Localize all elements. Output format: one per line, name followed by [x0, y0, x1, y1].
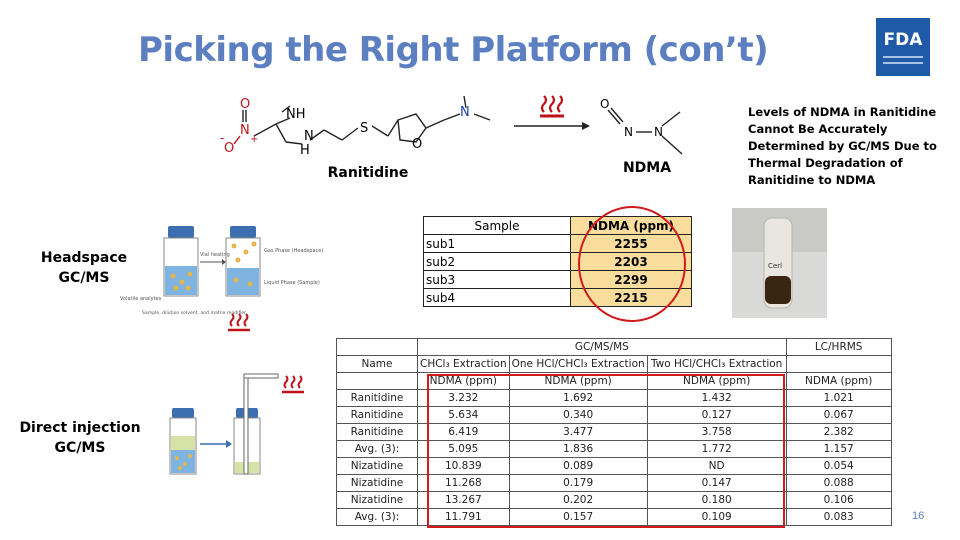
- highlight-box: [427, 374, 785, 528]
- col-header-name: Name: [336, 355, 418, 373]
- ranitidine-label: Ranitidine: [327, 165, 409, 181]
- col-header-one-hcl: One HCl/CHCl₃ Extraction: [508, 355, 648, 373]
- atom-label: N: [624, 125, 633, 139]
- table-cell: 0.088: [785, 474, 892, 492]
- atom-label: N: [304, 129, 314, 144]
- col-header-two-hcl: Two HCl/CHCl₃ Extraction: [646, 355, 787, 373]
- headspace-diagram: Vial heating Gas Phase (Headspace) Liqui…: [120, 226, 323, 332]
- table-cell: 11.791: [417, 508, 510, 526]
- table-cell: Avg. (3):: [336, 440, 418, 458]
- headspace-label: Headspace GC/MS: [24, 248, 144, 288]
- diagram-gas-phase: Gas Phase (Headspace): [264, 248, 323, 254]
- table-header-row: Name CHCl₃ Extraction One HCl/CHCl₃ Extr…: [336, 355, 892, 373]
- atom-label: H: [300, 143, 310, 158]
- table-cell: 5.095: [417, 440, 510, 458]
- unit-cell: NDMA (ppm): [785, 372, 892, 390]
- table-cell: 2.382: [785, 423, 892, 441]
- unit-cell: NDMA (ppm): [508, 372, 648, 390]
- col-header-sample: Sample: [423, 216, 571, 235]
- atom-label: O: [224, 141, 234, 156]
- table-cell: Nizatidine: [336, 491, 418, 509]
- group-header-gc: GC/MS/MS: [417, 338, 787, 356]
- diagram-volatile: Volatile analytes: [120, 296, 162, 302]
- atom-label: O: [600, 97, 609, 111]
- ranitidine-structure: NH H N S O N O N + O -: [220, 95, 491, 158]
- vial-photo: Cerl: [732, 208, 827, 318]
- slide-title: Picking the Right Platform (con’t): [138, 30, 769, 70]
- table-cell: 13.267: [417, 491, 510, 509]
- table-cell: Avg. (3):: [336, 508, 418, 526]
- logo-stripe: [883, 62, 923, 64]
- table-group-row: GC/MS/MS LC/HRMS: [336, 338, 892, 356]
- table-cell: sub3: [423, 270, 571, 289]
- logo-stripe: [883, 56, 923, 58]
- table-cell: 0.083: [785, 508, 892, 526]
- atom-label: -: [220, 131, 224, 145]
- table-cell: Nizatidine: [336, 457, 418, 475]
- ndma-structure: O N N: [600, 97, 683, 155]
- fda-logo: FDA: [876, 18, 930, 76]
- diagram-sample: Sample, dilution solvent, and matrix mod…: [142, 310, 246, 316]
- table-cell: [336, 372, 418, 390]
- atom-label: +: [250, 134, 258, 145]
- direct-line-1: Direct injection: [19, 420, 141, 436]
- group-header-lc: LC/HRMS: [785, 338, 892, 356]
- ndma-label: NDMA: [622, 160, 672, 176]
- table-cell: 0.157: [508, 508, 648, 526]
- table-cell: Ranitidine: [336, 423, 418, 441]
- table-cell: sub4: [423, 288, 571, 307]
- atom-label: N: [460, 105, 470, 120]
- comparison-table: GC/MS/MS LC/HRMS Name CHCl₃ Extraction O…: [336, 338, 892, 526]
- highlight-circle: [578, 206, 686, 322]
- col-header-chcl3: CHCl₃ Extraction: [417, 355, 510, 373]
- atom-label: N: [654, 125, 663, 139]
- unit-cell: NDMA (ppm): [417, 372, 510, 390]
- atom-label: O: [412, 137, 422, 152]
- table-cell: [336, 338, 418, 356]
- table-cell: 1.157: [785, 440, 892, 458]
- table-cell: 0.067: [785, 406, 892, 424]
- ndma-note: Levels of NDMA in Ranitidine Cannot Be A…: [748, 105, 937, 187]
- headspace-line-1: Headspace: [40, 250, 128, 266]
- headspace-line-2: GC/MS: [58, 270, 110, 286]
- table-cell: 0.106: [785, 491, 892, 509]
- vial-label: Cerl: [768, 262, 782, 270]
- diagram-liquid-phase: Liquid Phase (Sample): [264, 280, 320, 286]
- atom-label: S: [360, 121, 368, 136]
- direct-line-2: GC/MS: [54, 440, 106, 456]
- table-cell: sub1: [423, 234, 571, 253]
- page-number: 16: [912, 510, 925, 522]
- direct-injection-diagram: [169, 373, 304, 475]
- atom-label: N: [240, 123, 250, 138]
- table-cell: 11.268: [417, 474, 510, 492]
- table-cell: 0.109: [646, 508, 787, 526]
- table-unit-row: NDMA (ppm) NDMA (ppm) NDMA (ppm) NDMA (p…: [336, 372, 892, 390]
- reaction-arrow: [514, 122, 590, 130]
- table-cell: sub2: [423, 252, 571, 271]
- table-cell: Ranitidine: [336, 389, 418, 407]
- table-cell: Ranitidine: [336, 406, 418, 424]
- fda-logo-text: FDA: [883, 30, 923, 50]
- table-cell: 1.021: [785, 389, 892, 407]
- atom-label: O: [240, 97, 250, 112]
- diagram-vial-heating: Vial heating: [200, 252, 230, 258]
- table-cell: [785, 355, 892, 373]
- table-cell: 0.054: [785, 457, 892, 475]
- table-cell: Nizatidine: [336, 474, 418, 492]
- atom-label: NH: [286, 107, 306, 122]
- heat-icon: [540, 95, 564, 118]
- direct-injection-label: Direct injection GC/MS: [12, 418, 148, 458]
